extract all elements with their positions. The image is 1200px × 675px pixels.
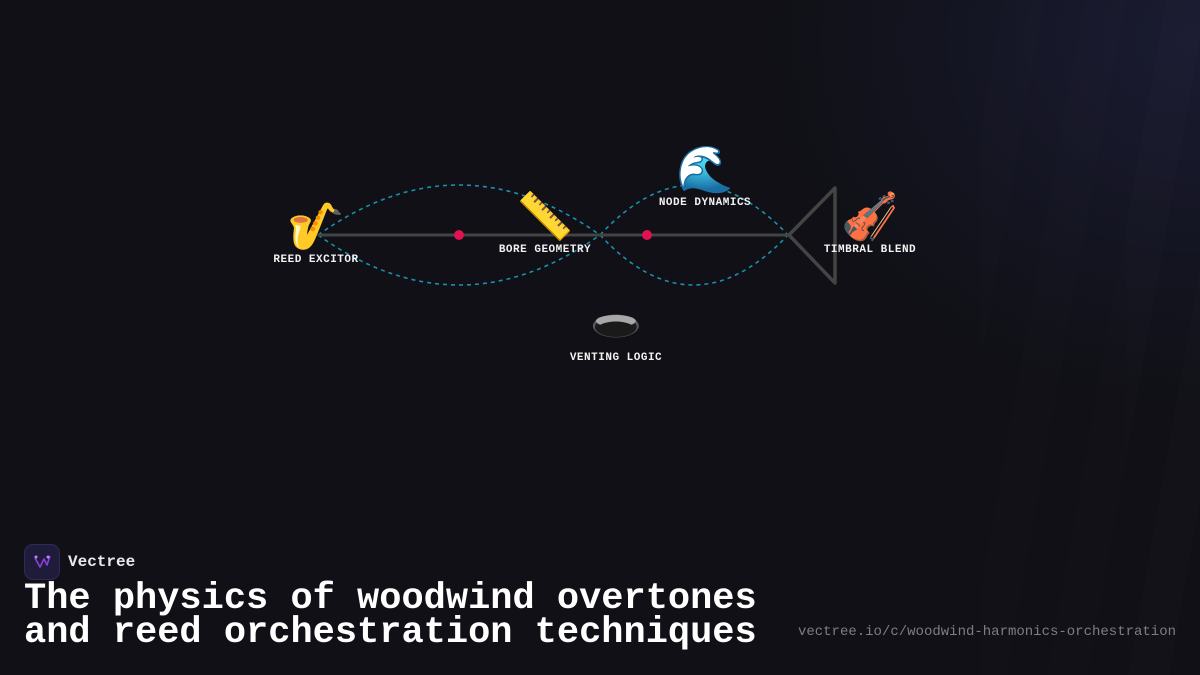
node-marker <box>642 230 652 240</box>
node-label: TIMBRAL BLEND <box>823 244 917 256</box>
node-bore-geometry: 📏 BORE GEOMETRY <box>499 190 591 256</box>
violin-icon: 🎻 <box>841 189 899 243</box>
node-label: VENTING LOGIC <box>569 352 663 364</box>
node-timbral-blend: 🎻 TIMBRAL BLEND <box>824 190 916 256</box>
bell-shape <box>787 186 837 285</box>
title-line-1: The physics of woodwind overtones <box>24 578 757 620</box>
node-reed-excitor: 🎷 REED EXCITOR <box>273 200 358 266</box>
title-line-2: and reed orchestration techniques <box>24 612 757 654</box>
page-title: The physics of woodwind overtones and re… <box>24 578 784 654</box>
node-marker <box>454 230 464 240</box>
saxophone-icon: 🎷 <box>287 199 345 253</box>
source-url[interactable]: vectree.io/c/woodwind-harmonics-orchestr… <box>797 624 1176 640</box>
background-rays <box>760 0 1200 675</box>
hole-icon <box>592 314 639 338</box>
node-label: NODE DYNAMICS <box>658 197 752 209</box>
vectree-logo-icon <box>24 544 60 580</box>
node-venting-logic: VENTING LOGIC <box>570 312 662 364</box>
node-node-dynamics: 🌊 NODE DYNAMICS <box>659 143 751 209</box>
node-label: BORE GEOMETRY <box>498 244 592 256</box>
brand[interactable]: Vectree <box>24 544 135 580</box>
node-label: REED EXCITOR <box>273 254 359 266</box>
standing-wave-lower <box>317 233 789 286</box>
wave-icon: 🌊 <box>676 142 734 196</box>
standing-wave-upper <box>317 184 789 237</box>
ruler-icon: 📏 <box>516 189 574 243</box>
brand-name: Vectree <box>68 553 136 571</box>
